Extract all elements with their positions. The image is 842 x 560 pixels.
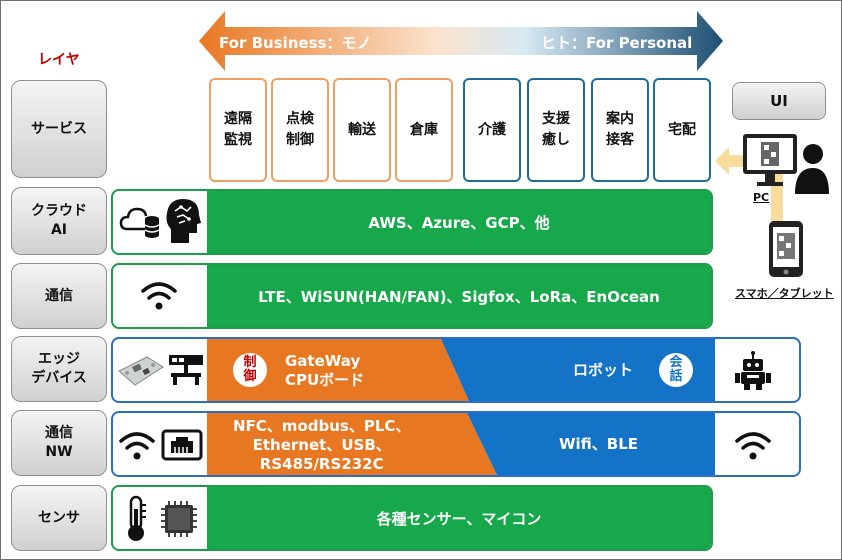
- layer-label-sensor: センサ: [11, 485, 107, 551]
- layer-label-service: サービス: [11, 80, 107, 178]
- service-transport: 輸送: [333, 78, 391, 182]
- layer-label-cloud-ai: クラウド AI: [11, 187, 107, 255]
- wifi-icon: [735, 432, 771, 460]
- wireless-protocols-text: Wifi、BLE: [559, 435, 639, 453]
- service-care: 介護: [463, 78, 521, 182]
- arrow-personal-label: ヒト：For Personal: [541, 34, 693, 52]
- service-guidance-reception: 案内 接客: [591, 78, 649, 182]
- ai-head-icon: [166, 199, 201, 243]
- service-delivery: 宅配: [653, 78, 711, 182]
- circuit-board-icon: [118, 356, 164, 386]
- gateway-cpu-text: GateWay CPUボード: [285, 352, 365, 389]
- ui-label-box: UI: [732, 82, 826, 120]
- layer-heading: レイヤ: [38, 52, 80, 68]
- service-support-healing: 支援 癒し: [527, 78, 585, 182]
- cloud-ai-band: AWS、Azure、GCP、他: [111, 189, 713, 255]
- layer-label-edge-device: エッジ デバイス: [11, 336, 107, 402]
- wifi-icon: [141, 282, 177, 310]
- service-inspection-control: 点検 制御: [271, 78, 329, 182]
- wired-protocols-text: NFC、modbus、PLC、 Ethernet、USB、 RS485/RS23…: [233, 417, 411, 473]
- ethernet-port-icon: [161, 429, 203, 461]
- microchip-icon: [161, 501, 197, 537]
- smartphone-tablet-label: スマホ／タブレット: [735, 287, 834, 300]
- sensor-text: 各種センサー、マイコン: [207, 487, 711, 549]
- edge-device-band: 制 御 GateWay CPUボード ロボット 会 話: [111, 337, 801, 403]
- cloud-database-icon: [119, 207, 160, 238]
- comm-protocols-text: LTE、WiSUN(HAN/FAN)、Sigfox、LoRa、EnOcean: [207, 265, 711, 327]
- network-switch-icon: [169, 355, 203, 385]
- control-badge: 制 御: [233, 353, 267, 387]
- robot-icon: [735, 351, 771, 390]
- edge-split-background: [207, 339, 715, 401]
- pc-user-icon: [743, 134, 829, 194]
- sensor-band: 各種センサー、マイコン: [111, 485, 713, 551]
- arrow-business-label: For Business：モノ: [219, 34, 372, 52]
- business-personal-arrow: [199, 11, 723, 71]
- cloud-services-text: AWS、Azure、GCP、他: [207, 191, 711, 253]
- comm-band: LTE、WiSUN(HAN/FAN)、Sigfox、LoRa、EnOcean: [111, 263, 713, 329]
- nw-split-background: [207, 413, 715, 475]
- wifi-icon: [119, 432, 155, 460]
- smartphone-icon: [769, 221, 803, 277]
- conversation-badge: 会 話: [659, 353, 693, 387]
- service-warehouse: 倉庫: [395, 78, 453, 182]
- comm-nw-band: NFC、modbus、PLC、 Ethernet、USB、 RS485/RS23…: [111, 411, 801, 477]
- robot-text: ロボット: [573, 361, 634, 379]
- layer-label-comm-nw: 通信 NW: [11, 410, 107, 476]
- layer-label-comm: 通信: [11, 263, 107, 329]
- service-remote-monitoring: 遠隔 監視: [209, 78, 267, 182]
- pc-label: PC: [753, 191, 770, 204]
- thermometer-icon: [128, 495, 146, 541]
